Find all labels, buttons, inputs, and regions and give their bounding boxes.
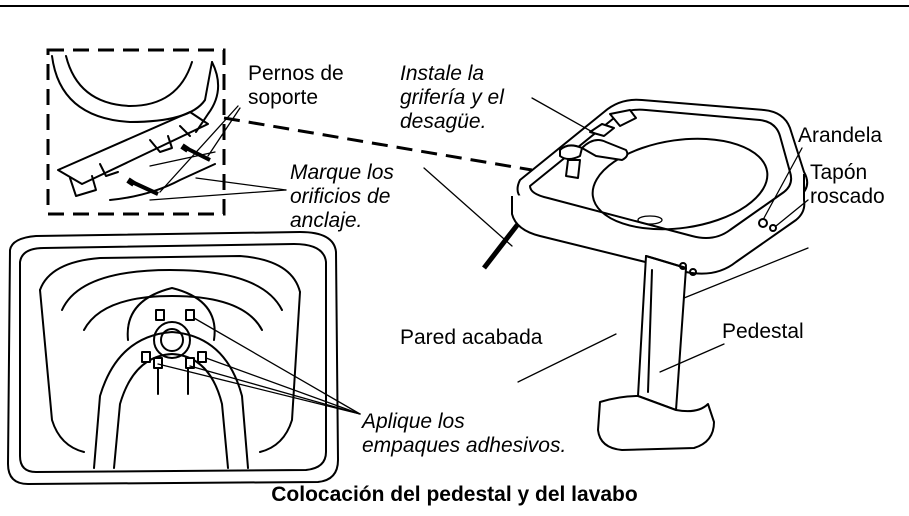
faucet bbox=[559, 109, 637, 179]
adhesive-pad bbox=[185, 357, 195, 369]
bolt-1 bbox=[126, 177, 159, 196]
nut-icon bbox=[769, 224, 777, 232]
adhesive-pad bbox=[153, 357, 163, 369]
adhesive-pad bbox=[155, 309, 165, 321]
bolt-2 bbox=[180, 143, 211, 162]
inset-connector bbox=[223, 116, 533, 172]
leader-tapon bbox=[775, 199, 809, 227]
label-aplique-empaques: Aplique los empaques adhesivos. bbox=[362, 410, 566, 458]
adhesive-pad bbox=[197, 351, 207, 363]
label-tapon-roscado: Tapón roscado bbox=[810, 161, 885, 209]
label-line: Tapón bbox=[810, 161, 868, 184]
label-line: grifería y el bbox=[400, 86, 504, 109]
label-line: anclaje. bbox=[290, 209, 363, 232]
label-line: Pernos de bbox=[248, 62, 344, 85]
label-line: desagüe. bbox=[400, 110, 487, 133]
adhesive-pad bbox=[185, 309, 195, 321]
leader-instale bbox=[531, 97, 597, 135]
label-line: Aplique los bbox=[362, 410, 465, 433]
label-line: empaques adhesivos. bbox=[362, 434, 567, 457]
label-marque-orificios: Marque los orificios de anclaje. bbox=[290, 161, 394, 233]
label-line: Instale la bbox=[400, 62, 485, 85]
sink-underside-view bbox=[7, 231, 339, 485]
label-pedestal: Pedestal bbox=[722, 320, 804, 343]
label-line: orificios de bbox=[290, 185, 391, 208]
pedestal-sink bbox=[482, 98, 809, 451]
label-line: soporte bbox=[248, 86, 319, 109]
threaded-rod bbox=[482, 222, 520, 270]
label-line: roscado bbox=[810, 185, 885, 208]
label-arandela: Arandela bbox=[798, 124, 883, 147]
drain-hole bbox=[153, 321, 191, 359]
adhesive-pad bbox=[141, 351, 151, 363]
label-line: Marque los bbox=[290, 161, 394, 184]
leader-pedestal bbox=[659, 343, 725, 373]
label-pernos-de-soporte: Pernos de soporte bbox=[248, 62, 344, 110]
leader-arandela bbox=[763, 147, 803, 219]
label-pared-acabada: Pared acabada bbox=[400, 326, 543, 349]
label-instale-griferia: Instale la grifería y el desagüe. bbox=[400, 62, 504, 134]
caption: Colocación del pedestal y del lavabo bbox=[271, 483, 638, 506]
washer-icon bbox=[758, 218, 768, 228]
inset-detail bbox=[46, 48, 287, 216]
leader-marque bbox=[423, 167, 513, 247]
